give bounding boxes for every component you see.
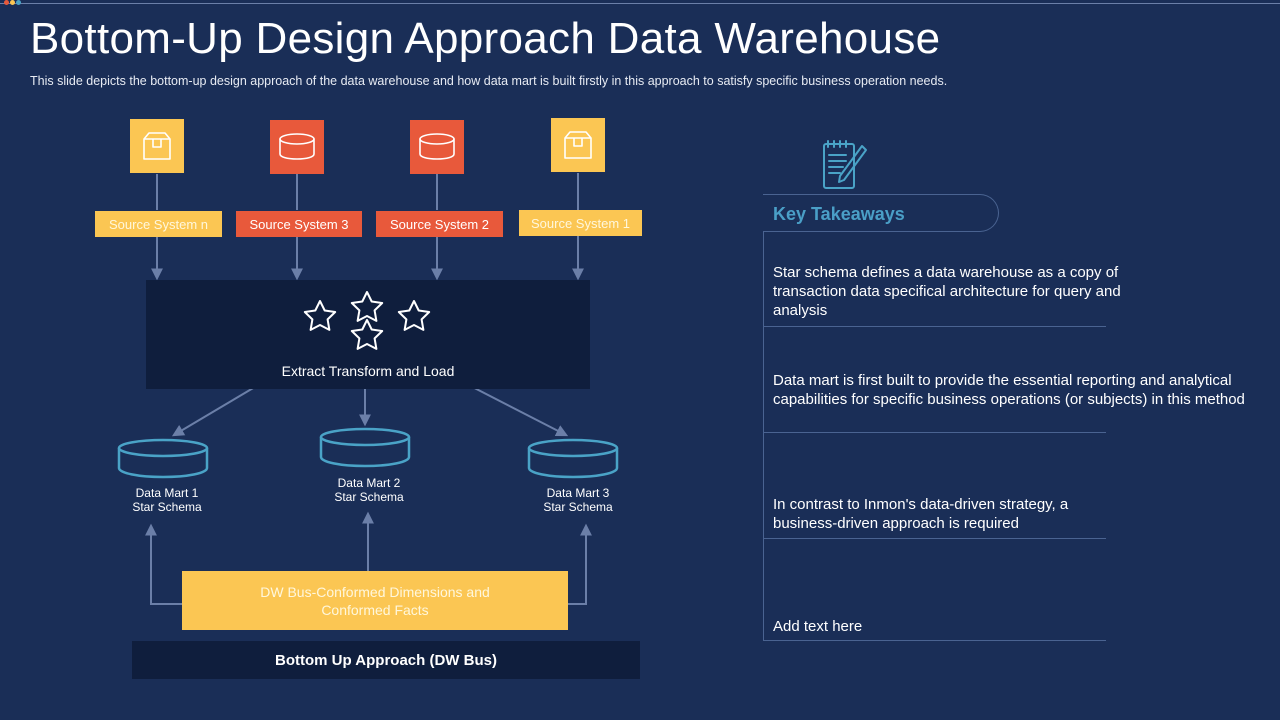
source-system-1-label: Source System 1 [519, 210, 642, 236]
notepad-pencil-icon [823, 140, 867, 189]
data-mart-3-title: Data Mart 3 [546, 486, 610, 500]
key-takeaways-vertical-line [763, 232, 764, 641]
data-mart-1-label: Data Mart 1 Star Schema [97, 486, 237, 514]
takeaway-item-1: Star schema defines a data warehouse as … [773, 264, 1121, 319]
dw-bus-label: DW Bus-Conformed Dimensions and Conforme… [260, 583, 490, 618]
takeaway-item-2: Data mart is first built to provide the … [773, 372, 1245, 408]
box-icon [564, 131, 592, 159]
key-takeaways-title: Key Takeaways [773, 204, 905, 224]
takeaway-item-4: Add text here [773, 618, 863, 635]
source-system-2-label: Source System 2 [376, 211, 503, 237]
key-takeaways-header: Key Takeaways [763, 194, 999, 232]
database-icon [419, 133, 455, 160]
data-mart-2-cylinder [319, 427, 411, 468]
data-mart-2-schema: Star Schema [334, 490, 404, 504]
source-1-icon-tile [551, 118, 605, 172]
source-2-icon-tile [410, 120, 464, 174]
data-mart-3-label: Data Mart 3 Star Schema [508, 486, 648, 514]
source-system-3-label: Source System 3 [236, 211, 362, 237]
bottom-approach-bar: Bottom Up Approach (DW Bus) [132, 641, 640, 679]
stars-icon [303, 291, 431, 350]
etl-box: Extract Transform and Load [146, 280, 590, 389]
source-system-n-label: Source System n [95, 211, 222, 237]
database-icon [279, 133, 315, 160]
data-mart-1-schema: Star Schema [132, 500, 202, 514]
data-mart-3-cylinder [527, 438, 619, 479]
data-mart-2-label: Data Mart 2 Star Schema [299, 476, 439, 504]
takeaway-separator [763, 538, 1106, 539]
source-n-icon-tile [130, 119, 184, 173]
data-mart-3-schema: Star Schema [543, 500, 613, 514]
takeaway-separator [763, 640, 1106, 641]
takeaway-item-3: In contrast to Inmon's data-driven strat… [773, 496, 1069, 532]
source-3-icon-tile [270, 120, 324, 174]
data-mart-1-cylinder [117, 438, 209, 479]
top-divider-line [0, 3, 1280, 4]
page-title: Bottom-Up Design Approach Data Warehouse [30, 14, 941, 63]
data-mart-2-title: Data Mart 2 [337, 476, 401, 490]
takeaway-separator [763, 432, 1106, 433]
box-icon [143, 132, 171, 160]
data-mart-1-title: Data Mart 1 [135, 486, 199, 500]
page-subtitle: This slide depicts the bottom-up design … [30, 74, 948, 88]
etl-label: Extract Transform and Load [281, 363, 455, 379]
dw-bus-box: DW Bus-Conformed Dimensions and Conforme… [182, 571, 568, 630]
takeaway-separator [763, 326, 1106, 327]
window-dots [4, 0, 22, 7]
